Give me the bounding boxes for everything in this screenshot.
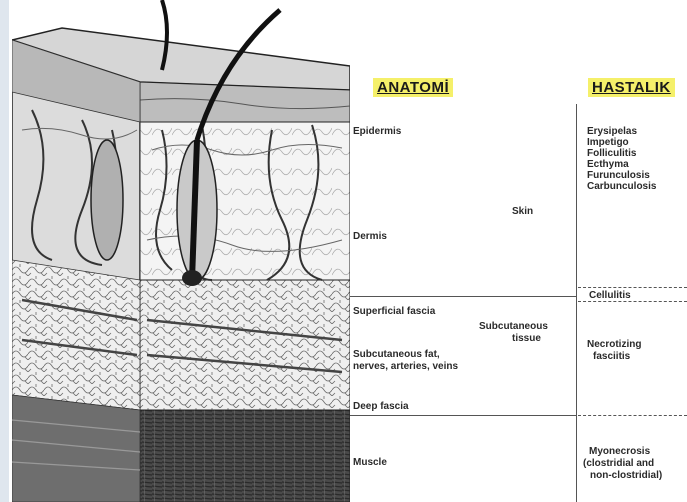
label-muscle: Muscle (353, 457, 387, 468)
skin-cross-section-illustration (12, 0, 350, 502)
label-nerves-arteries-veins: nerves, arteries, veins (353, 361, 458, 372)
label-subcutaneous: Subcutaneous (479, 321, 548, 332)
label-skin: Skin (512, 206, 533, 217)
left-edge-strip (0, 0, 9, 502)
disease-myonecrosis: Myonecrosis (589, 446, 650, 457)
disease-impetigo: Impetigo (587, 137, 629, 148)
label-superficial-fascia: Superficial fascia (353, 306, 435, 317)
disease-ecthyma: Ecthyma (587, 159, 629, 170)
disease-clostridial-and: (clostridial and (583, 458, 654, 469)
disease-erysipelas: Erysipelas (587, 126, 637, 137)
anatomy-header: ANATOMİ (373, 78, 453, 97)
disease-non-clostridial: non-clostridial) (590, 470, 662, 481)
label-epidermis: Epidermis (353, 126, 401, 137)
divider-subcutaneous-muscle (350, 415, 576, 416)
label-tissue: tissue (512, 333, 541, 344)
disease-header: HASTALIK (588, 78, 675, 97)
label-deep-fascia: Deep fascia (353, 401, 409, 412)
disease-furunculosis: Furunculosis (587, 170, 650, 181)
divider-dashed-muscle (578, 415, 687, 416)
disease-necrotizing: Necrotizing (587, 339, 641, 350)
disease-carbunculosis: Carbunculosis (587, 181, 656, 192)
label-subcutaneous-fat: Subcutaneous fat, (353, 349, 440, 360)
divider-dashed-cellulitis-top (578, 287, 687, 288)
disease-fasciitis: fasciitis (593, 351, 630, 362)
column-divider (576, 104, 577, 502)
divider-dashed-cellulitis-bottom (578, 301, 687, 302)
disease-cellulitis: Cellulitis (589, 290, 631, 301)
disease-folliculitis: Folliculitis (587, 148, 636, 159)
divider-skin-subcutaneous (350, 296, 576, 297)
label-dermis: Dermis (353, 231, 387, 242)
